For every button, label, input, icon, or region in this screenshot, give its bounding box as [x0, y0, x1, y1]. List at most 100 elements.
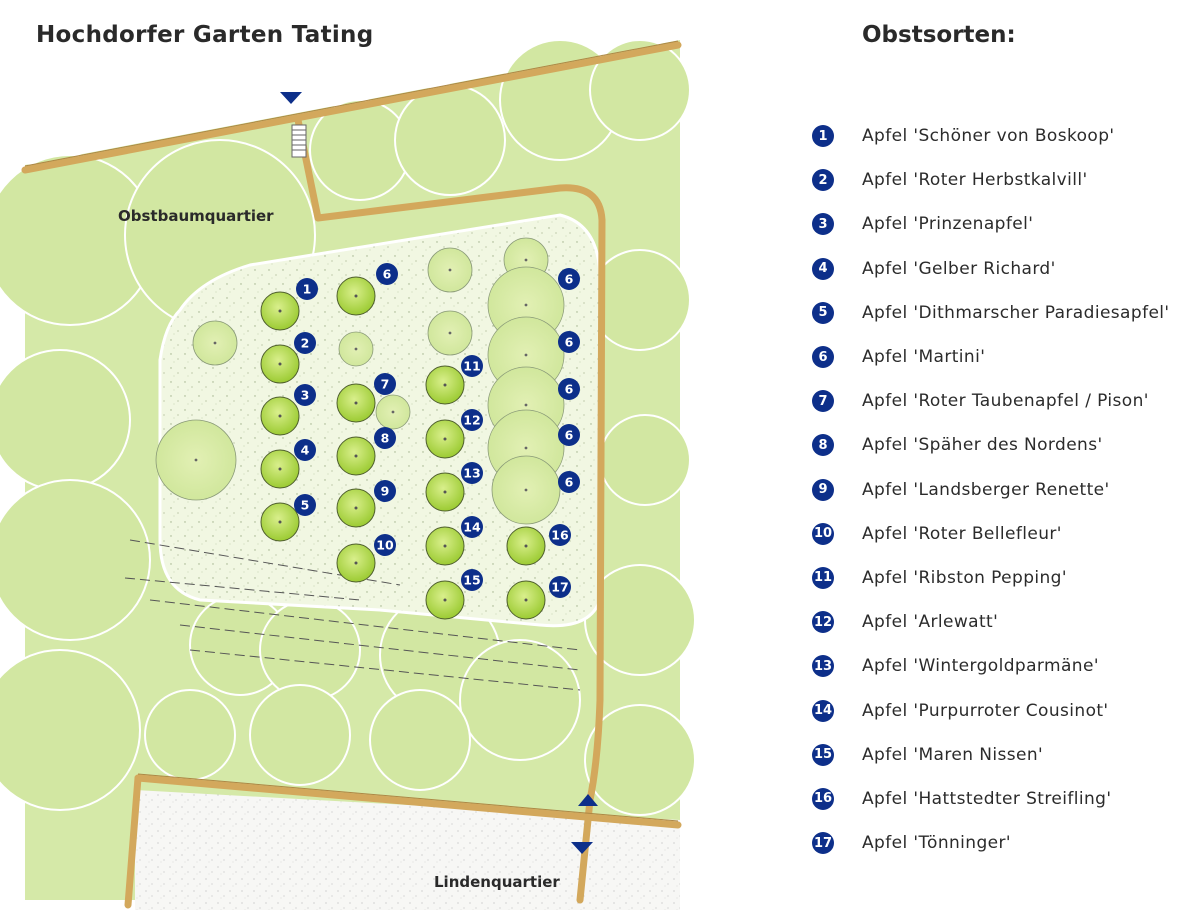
tree-center: [278, 520, 282, 524]
variety-number-badge: 3: [812, 213, 834, 236]
variety-number-badge: 11: [812, 566, 834, 589]
tree-badge-number: 6: [565, 335, 574, 350]
legend-item: 6 Apfel 'Martini': [812, 335, 1192, 379]
large-tree-centers: [194, 258, 528, 492]
variety-number-badge: 17: [812, 832, 834, 855]
variety-name: Apfel 'Prinzenapfel': [862, 214, 1034, 235]
path-borders: [24, 40, 679, 822]
tree-badge-number: 6: [565, 272, 574, 287]
tree-badge-number: 1: [303, 282, 312, 297]
legend-item: 16 Apfel 'Hattstedter Streifling': [812, 777, 1192, 821]
tree-center: [354, 401, 358, 405]
hedges: [0, 39, 696, 816]
tree-badge: [558, 331, 580, 353]
tree-center: [278, 467, 282, 471]
tree-center: [443, 598, 447, 602]
tree-badge: [296, 278, 318, 300]
variety-name: Apfel 'Dithmarscher Paradiesapfel': [862, 302, 1170, 323]
tree-badge-number: 7: [381, 377, 390, 392]
arrow-down-icon: [571, 842, 593, 854]
variety-name: Apfel 'Maren Nissen': [862, 744, 1044, 765]
variety-name: Apfel 'Roter Bellefleur': [862, 523, 1062, 544]
tree-badge: [374, 373, 396, 395]
tree-center: [524, 598, 528, 602]
variety-number-badge: 7: [812, 390, 834, 413]
tree-badge-number: 6: [565, 382, 574, 397]
tree-badge: [294, 494, 316, 516]
tree-badge-number: 3: [301, 388, 310, 403]
variety-number-badge: 14: [812, 699, 834, 722]
variety-name: Apfel 'Roter Herbstkalvill': [862, 170, 1088, 191]
legend-item: 1 Apfel 'Schöner von Boskoop': [812, 114, 1192, 158]
tree-badge-number: 5: [301, 498, 310, 513]
tree-center: [443, 544, 447, 548]
variety-number-badge: 4: [812, 257, 834, 280]
tree-badge-number: 11: [463, 359, 480, 374]
legend-title: Obstsorten:: [862, 22, 1016, 48]
variety-number-badge: 2: [812, 169, 834, 192]
tree-badge: [461, 462, 483, 484]
tree-badge: [374, 480, 396, 502]
tree-center: [443, 383, 447, 387]
variety-name: Apfel 'Gelber Richard': [862, 258, 1056, 279]
tree-badge: [558, 424, 580, 446]
tree-badge-number: 8: [381, 431, 390, 446]
paths: [21, 41, 682, 909]
tree-badge: [461, 355, 483, 377]
tree-center: [278, 414, 282, 418]
variety-number-badge: 1: [812, 125, 834, 148]
tree-badge: [294, 439, 316, 461]
variety-number-badge: 16: [812, 787, 834, 810]
tree-badge-number: 9: [381, 484, 390, 499]
variety-name: Apfel 'Hattstedter Streifling': [862, 788, 1112, 809]
variety-name: Apfel 'Arlewatt': [862, 612, 999, 633]
tree-badge: [558, 378, 580, 400]
variety-number-badge: 8: [812, 434, 834, 457]
legend-item: 11 Apfel 'Ribston Pepping': [812, 556, 1192, 600]
variety-number-badge: 13: [812, 655, 834, 678]
tree-badge-number: 6: [565, 475, 574, 490]
tree-badge-number: 6: [383, 267, 392, 282]
variety-name: Apfel 'Martini': [862, 347, 986, 368]
variety-name: Apfel 'Tönninger': [862, 833, 1011, 854]
tree-badge: [294, 332, 316, 354]
legend-item: 5 Apfel 'Dithmarscher Paradiesapfel': [812, 291, 1192, 335]
variety-number-badge: 6: [812, 346, 834, 369]
variety-name: Apfel 'Späher des Nordens': [862, 435, 1103, 456]
entry-arrows: [280, 92, 598, 854]
arrow-up-icon: [578, 794, 598, 806]
tree-badge: [461, 409, 483, 431]
variety-name: Apfel 'Landsberger Renette': [862, 479, 1110, 500]
legend-item: 2 Apfel 'Roter Herbstkalvill': [812, 158, 1192, 202]
variety-name: Apfel 'Schöner von Boskoop': [862, 126, 1115, 147]
stairs: [291, 124, 307, 158]
tree-badge: [461, 516, 483, 538]
tree-badge: [558, 471, 580, 493]
variety-number-badge: 5: [812, 301, 834, 324]
tree-center: [443, 490, 447, 494]
tree-badge: [374, 534, 396, 556]
variety-number-badge: 12: [812, 611, 834, 634]
label-lindenquartier: Lindenquartier: [434, 873, 560, 891]
variety-name: Apfel 'Purpurroter Cousinot': [862, 700, 1109, 721]
tree-badge-number: 2: [301, 336, 310, 351]
tree-center: [354, 506, 358, 510]
tree-badge-number: 16: [551, 528, 569, 543]
tree-center: [354, 454, 358, 458]
tree-badge-number: 12: [463, 413, 480, 428]
arrow-down-icon: [280, 92, 302, 104]
variety-name: Apfel 'Wintergoldparmäne': [862, 656, 1099, 677]
tree-badge-number: 17: [551, 580, 568, 595]
legend-item: 3 Apfel 'Prinzenapfel': [812, 202, 1192, 246]
label-obstbaumquartier: Obstbaumquartier: [118, 207, 274, 225]
tree-center: [524, 544, 528, 548]
variety-name: Apfel 'Ribston Pepping': [862, 567, 1067, 588]
tree-center: [354, 561, 358, 565]
tree-badge: [376, 263, 398, 285]
tree-center: [354, 294, 358, 298]
tree-badge-number: 4: [301, 443, 310, 458]
